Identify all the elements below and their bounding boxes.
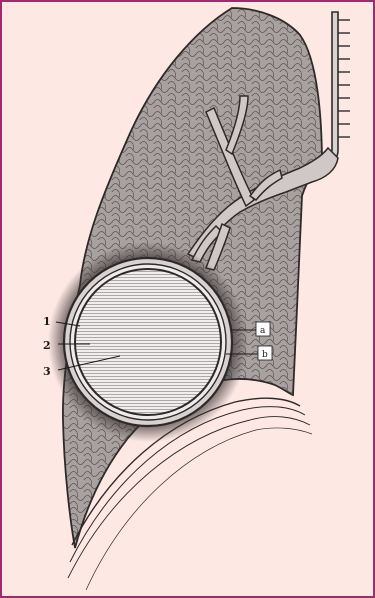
trachea [320,12,350,166]
label-2: 2 [43,339,51,352]
diaphragm-line-4 [86,428,312,590]
label-1: 1 [43,315,51,328]
label-a: a [260,326,266,336]
cyst-laminated-membrane [75,269,221,415]
label-3: 3 [43,365,51,378]
label-b: b [262,350,268,360]
